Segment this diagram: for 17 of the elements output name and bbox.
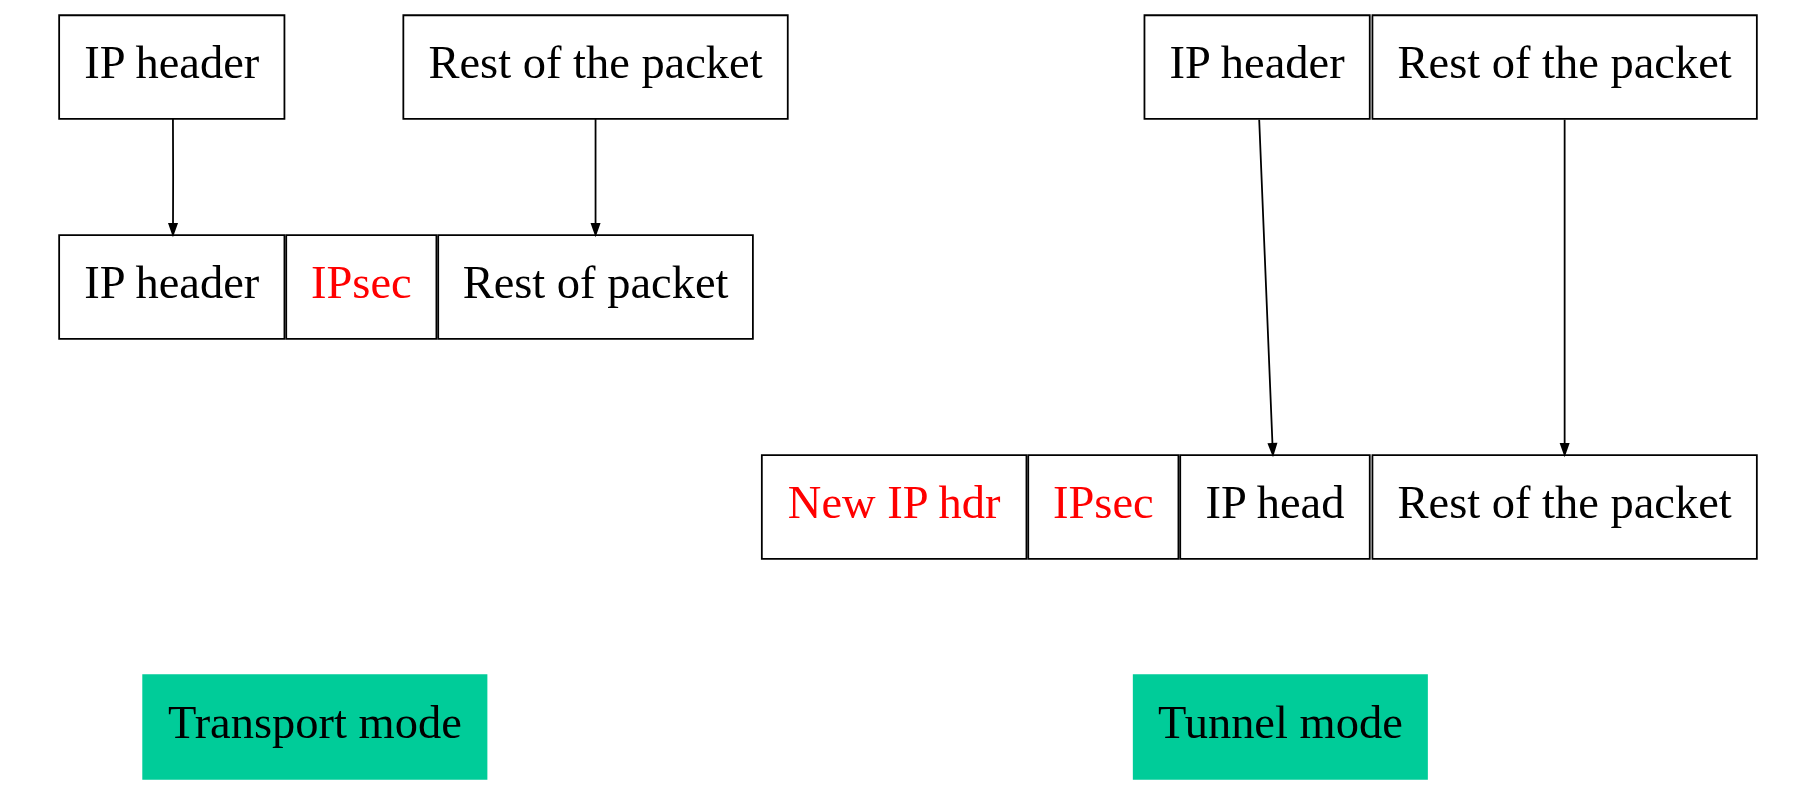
node-box: Transport mode — [142, 674, 488, 780]
node-box: New IP hdr — [760, 454, 1028, 560]
node-box: IP header — [1143, 14, 1371, 120]
node-box: Tunnel mode — [1132, 674, 1428, 780]
node-box: IPsec — [1027, 454, 1180, 560]
node-box: IPsec — [285, 234, 438, 340]
arrow — [590, 118, 601, 238]
node-box: Rest of packet — [437, 234, 754, 340]
node-box: Rest of the packet — [1371, 454, 1758, 560]
node-box: IP head — [1179, 454, 1371, 560]
node-box: IP header — [58, 14, 286, 120]
node-box: Rest of the packet — [1371, 14, 1758, 120]
arrow — [168, 118, 179, 238]
arrow — [1559, 118, 1570, 458]
arrow — [1258, 118, 1278, 458]
node-box: Rest of the packet — [402, 14, 789, 120]
node-box: IP header — [58, 234, 286, 340]
